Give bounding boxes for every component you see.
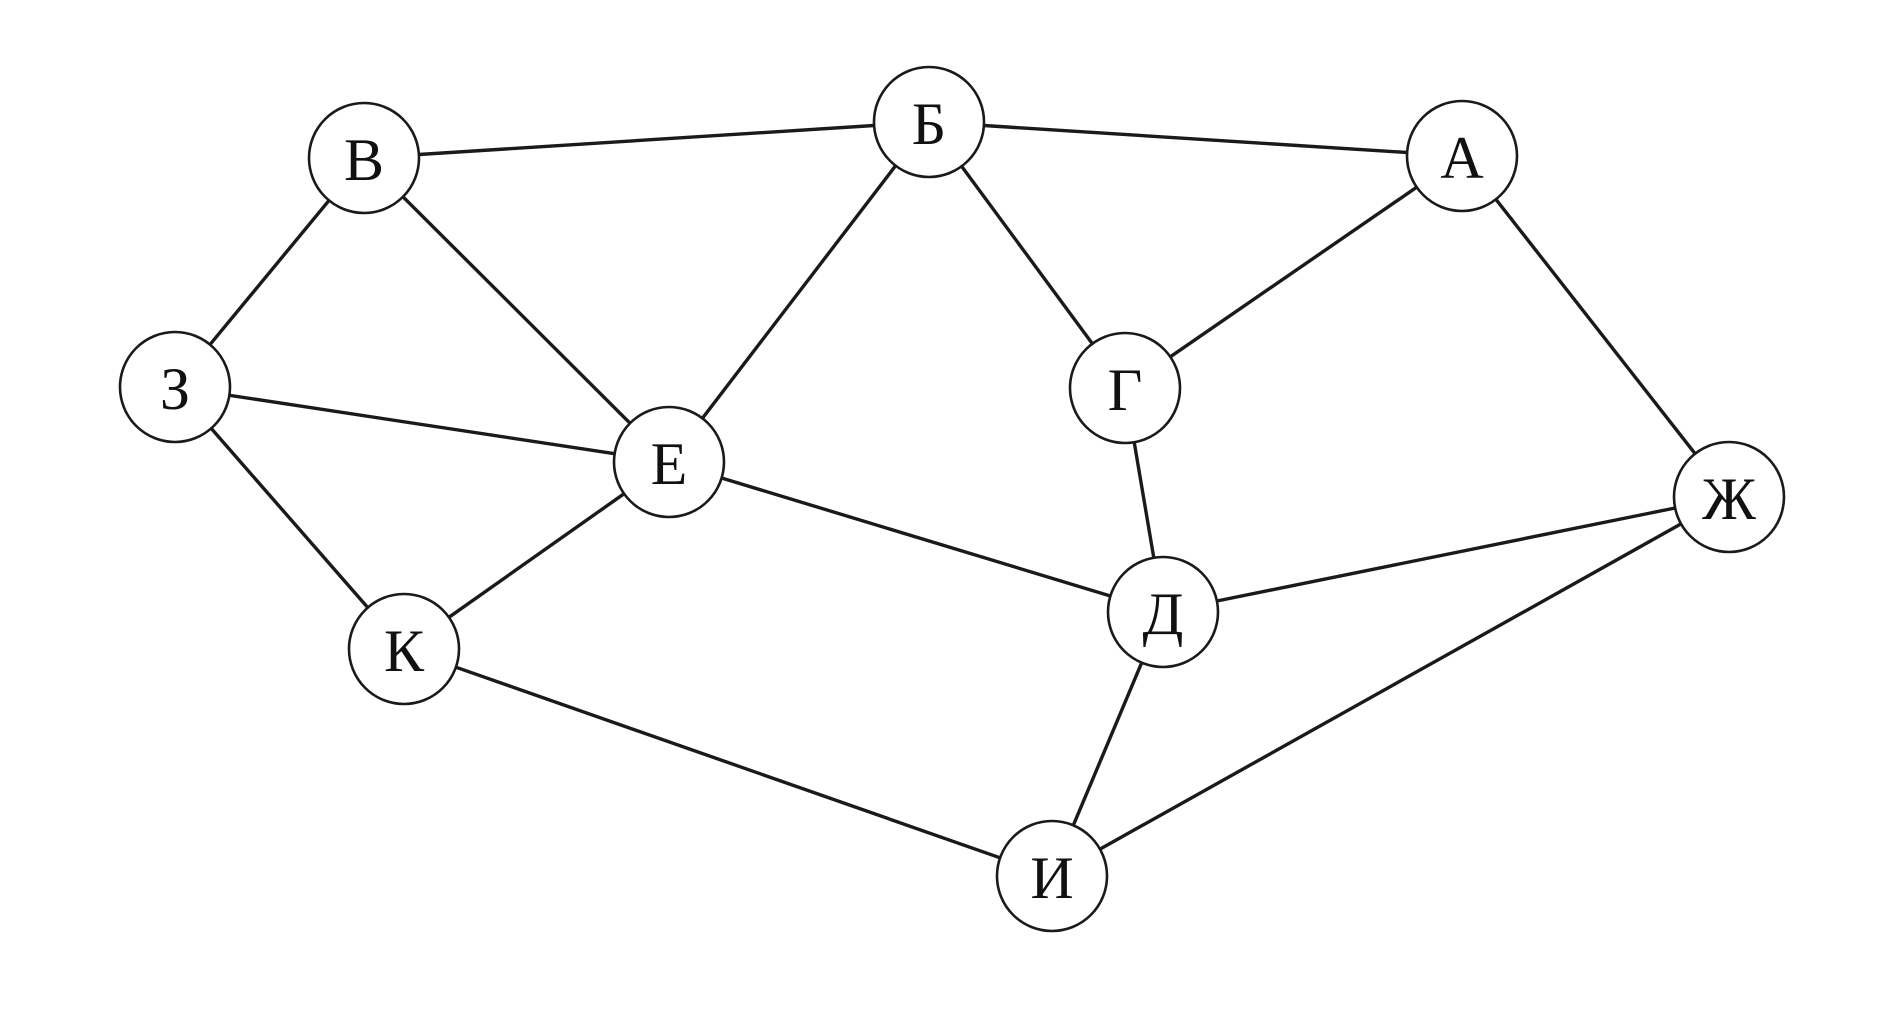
node-b: Б <box>872 65 986 179</box>
node-label: Ж <box>1702 466 1756 532</box>
node-label: И <box>1030 845 1073 911</box>
node-label: Г <box>1108 357 1143 423</box>
node-label: Б <box>912 91 946 157</box>
node-circle <box>872 65 986 179</box>
edge-z-e <box>227 393 617 456</box>
edge-k-i <box>454 665 1002 860</box>
edge-b-g <box>959 164 1095 346</box>
node-circle <box>1672 440 1786 554</box>
node-a: А <box>1405 99 1519 213</box>
node-circle <box>995 819 1109 933</box>
node-v: В <box>307 101 421 215</box>
edge-v-e <box>401 195 632 425</box>
node-circle <box>1106 555 1220 669</box>
node-d: Д <box>1106 555 1220 669</box>
node-zh: Ж <box>1672 440 1786 554</box>
edge-v-b <box>417 123 876 157</box>
edges-layer <box>208 123 1697 860</box>
node-label: Д <box>1143 581 1184 647</box>
edge-e-k <box>447 492 626 619</box>
node-label: Е <box>651 431 688 497</box>
node-z: З <box>118 330 232 444</box>
edge-z-k <box>209 426 370 610</box>
node-label: В <box>344 127 384 193</box>
node-circle <box>612 405 726 519</box>
edge-i-zh <box>1098 522 1683 851</box>
node-circle <box>1405 99 1519 213</box>
node-circle <box>118 330 232 444</box>
node-i: И <box>995 819 1109 933</box>
node-k: К <box>347 592 461 706</box>
node-circle <box>347 592 461 706</box>
edge-d-i <box>1071 661 1144 827</box>
node-circle <box>307 101 421 215</box>
edge-g-d <box>1132 440 1156 560</box>
node-e: Е <box>612 405 726 519</box>
node-label: А <box>1440 125 1483 191</box>
node-label: К <box>384 618 425 684</box>
edge-d-zh <box>1215 506 1677 603</box>
edge-b-a <box>982 123 1409 155</box>
nodes-layer: А Б В Г Д Е Ж З И К <box>118 65 1786 933</box>
node-label: З <box>160 356 190 422</box>
edge-a-g <box>1168 185 1419 359</box>
node-circle <box>1068 331 1182 445</box>
node-g: Г <box>1068 331 1182 445</box>
edge-v-z <box>208 198 331 347</box>
edge-b-e <box>700 163 898 420</box>
edge-e-d <box>719 476 1113 598</box>
edge-a-zh <box>1494 197 1697 456</box>
